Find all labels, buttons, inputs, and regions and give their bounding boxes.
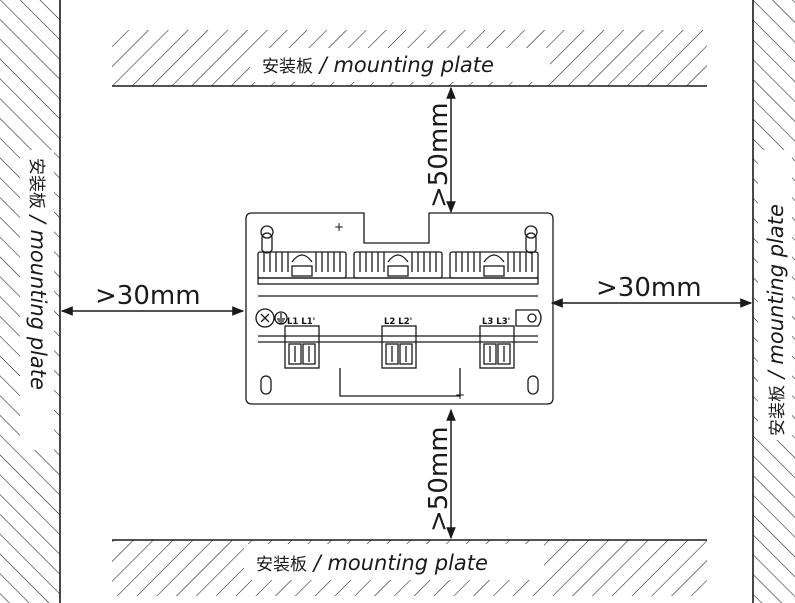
terminal-block-2 bbox=[381, 325, 417, 369]
device bbox=[245, 212, 554, 405]
plate-left-label: 安装板 / mounting plate bbox=[26, 158, 50, 390]
plate-right-label-bg bbox=[758, 150, 792, 440]
bottom-wire bbox=[339, 368, 461, 397]
plate-top-label-bg bbox=[250, 48, 550, 82]
mount-slot-bottom-left bbox=[260, 375, 272, 395]
keyhole-slot-right bbox=[524, 225, 538, 254]
plate-right-label: 安装板 / mounting plate bbox=[764, 204, 788, 436]
plate-bottom-label-bg bbox=[244, 544, 544, 580]
fan-icon bbox=[255, 308, 275, 328]
plate-bottom-label: 安装板 / mounting plate bbox=[256, 551, 488, 575]
plate-top-label: 安装板 / mounting plate bbox=[262, 53, 494, 77]
ground-tab bbox=[515, 309, 542, 327]
terminal-label-2: L2 L2' bbox=[384, 317, 412, 327]
heatsink-2 bbox=[353, 251, 443, 279]
plus-mark-bottom: + bbox=[455, 388, 465, 402]
mount-slot-bottom-right bbox=[527, 375, 539, 395]
terminal-block-3 bbox=[479, 325, 515, 369]
plus-mark-top: + bbox=[334, 220, 344, 234]
plate-left-label-bg bbox=[20, 150, 54, 450]
device-outline bbox=[245, 212, 554, 405]
earth-ground-icon bbox=[274, 311, 288, 325]
clearance-left-label: >30mm bbox=[95, 281, 201, 311]
clearance-right-label: >30mm bbox=[596, 273, 702, 303]
terminal-label-3: L3 L3' bbox=[482, 317, 510, 327]
heatsink-3 bbox=[449, 251, 539, 279]
keyhole-slot-left bbox=[260, 225, 274, 254]
clearance-bottom-label: >50mm bbox=[424, 426, 454, 532]
heatsink-1 bbox=[257, 251, 347, 279]
terminal-label-1: L1 L1' bbox=[287, 317, 315, 327]
clearance-top-label: >50mm bbox=[424, 102, 454, 208]
rail-upper bbox=[257, 277, 539, 285]
terminal-block-1 bbox=[284, 325, 320, 369]
